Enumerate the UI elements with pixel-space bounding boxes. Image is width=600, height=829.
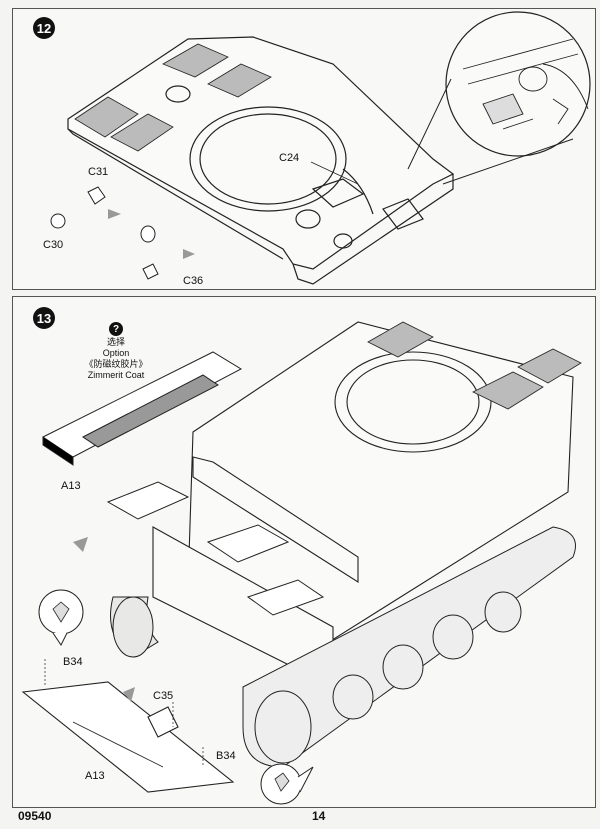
part-label-c30: C30 bbox=[43, 239, 64, 251]
page-number: 14 bbox=[312, 809, 326, 823]
question-icon: ? bbox=[109, 322, 123, 336]
step-13-panel: 13 ? 选择 Option 《防磁纹胶片》 Zimmerit Coat A13… bbox=[12, 296, 596, 808]
part-label-a13-bottom: A13 bbox=[85, 770, 105, 782]
step-12-drawing bbox=[50, 11, 591, 285]
step-number-badge: 12 bbox=[33, 17, 55, 39]
product-code: 09540 bbox=[18, 809, 52, 823]
part-label-c35: C35 bbox=[153, 690, 174, 702]
zimmerit-coat-label: Zimmerit Coat bbox=[87, 370, 145, 380]
option-chinese-subtitle: 《防磁纹胶片》 bbox=[84, 359, 148, 369]
step-number-badge: 13 bbox=[33, 307, 55, 329]
option-label: Option bbox=[102, 348, 130, 358]
option-chinese-label: 选择 bbox=[106, 337, 125, 347]
part-label-b34-left: B34 bbox=[63, 656, 83, 668]
part-label-c31: C31 bbox=[88, 166, 109, 178]
step-13-drawing bbox=[21, 321, 582, 805]
part-label-b34-right: B34 bbox=[216, 750, 236, 762]
part-label-c24: C24 bbox=[279, 152, 300, 164]
option-note: 选择 Option 《防磁纹胶片》 Zimmerit Coat bbox=[76, 337, 156, 381]
step-12-panel: 12 C31 C30 C36 C24 bbox=[12, 8, 596, 290]
part-label-c36: C36 bbox=[183, 275, 204, 287]
part-label-a13-top: A13 bbox=[61, 480, 81, 492]
